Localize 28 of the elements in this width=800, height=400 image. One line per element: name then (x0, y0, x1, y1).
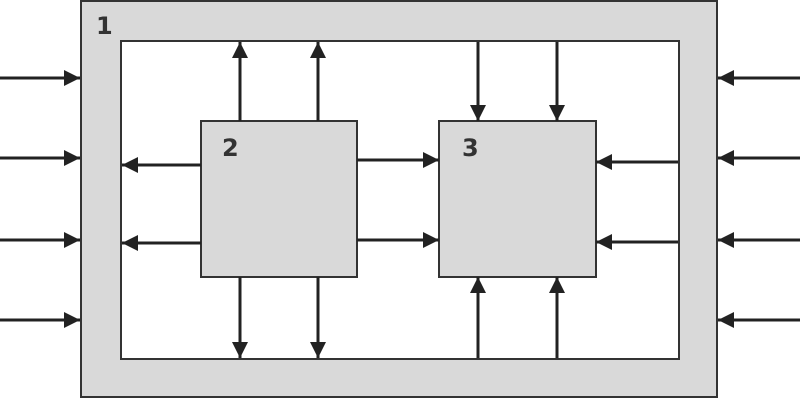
node-label: 1 (96, 14, 113, 38)
arrow (549, 277, 565, 358)
node-label: 2 (222, 136, 239, 160)
arrow (0, 70, 80, 86)
process-box (200, 120, 358, 278)
frame (80, 0, 718, 398)
arrow (122, 235, 201, 251)
process-box (438, 120, 597, 278)
arrow (470, 42, 486, 121)
arrow (596, 154, 678, 170)
node-label: 3 (462, 136, 479, 160)
arrow (232, 277, 248, 358)
arrow (0, 150, 80, 166)
arrow (232, 42, 248, 121)
arrow (357, 232, 439, 248)
arrow (718, 70, 800, 86)
arrow (0, 312, 80, 328)
arrow (0, 232, 80, 248)
arrow (310, 42, 326, 121)
arrow (596, 234, 678, 250)
arrow (310, 277, 326, 358)
arrow (549, 42, 565, 121)
arrow (122, 157, 201, 173)
arrow (718, 150, 800, 166)
arrow (470, 277, 486, 358)
arrow (718, 232, 800, 248)
arrow (718, 312, 800, 328)
arrow (357, 152, 439, 168)
